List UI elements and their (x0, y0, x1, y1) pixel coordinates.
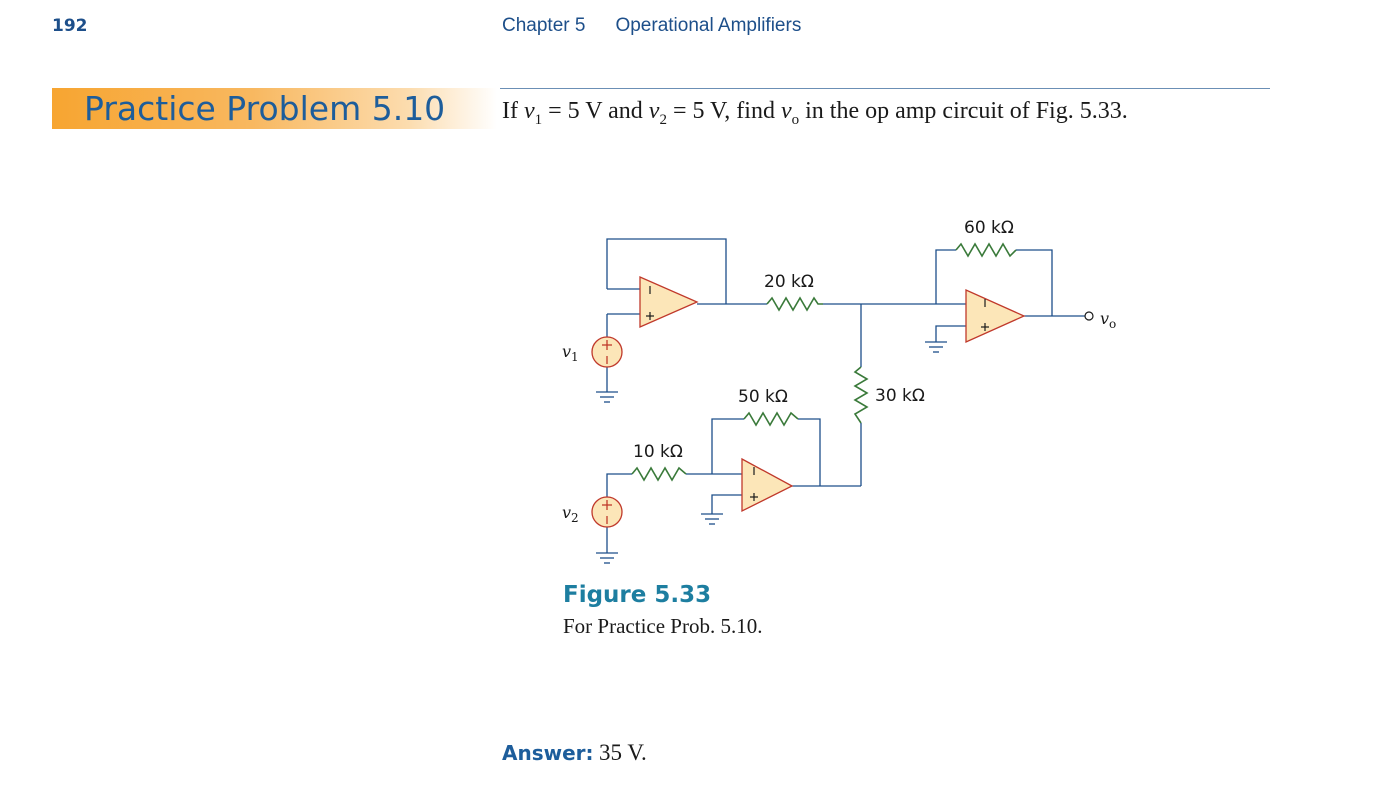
sources (591, 336, 623, 528)
ground-symbols (596, 341, 947, 564)
output-terminal (1084, 311, 1094, 321)
figure-caption: For Practice Prob. 5.10. (563, 614, 763, 638)
running-head: Chapter 5 Operational Amplifiers (502, 15, 801, 37)
label-v1: v1 (562, 342, 579, 364)
answer-label: Answer: (502, 741, 594, 765)
resistor-30k (853, 366, 869, 424)
answer: Answer: 35 V. (502, 740, 647, 766)
ground-icon (925, 341, 947, 353)
resistor-50k (743, 411, 799, 427)
problem-statement: If v1 = 5 V and v2 = 5 V, find vo in the… (502, 98, 1128, 128)
label-v2: v2 (562, 503, 579, 525)
answer-value: 35 V. (599, 740, 647, 765)
label-60k: 60 kΩ (964, 218, 1014, 238)
label-50k: 50 kΩ (738, 387, 788, 407)
label-10k: 10 kΩ (633, 442, 683, 462)
ground-icon (596, 391, 618, 403)
label-30k: 30 kΩ (875, 386, 925, 406)
practice-problem-title: Practice Problem 5.10 (84, 89, 446, 128)
resistor-60k (955, 242, 1017, 258)
opamp-2 (741, 457, 794, 513)
opamp-3 (965, 288, 1026, 344)
label-20k: 20 kΩ (764, 272, 814, 292)
practice-problem-banner (52, 88, 497, 129)
voltage-source-v1 (591, 336, 623, 368)
opamp-1 (639, 276, 699, 328)
ground-icon (701, 513, 723, 525)
chapter-number: Chapter 5 (502, 15, 586, 36)
resistor-20k (766, 296, 823, 312)
resistor-10k (631, 466, 687, 482)
opamps (639, 276, 1026, 513)
ground-icon (596, 552, 618, 564)
figure-label: Figure 5.33 (563, 582, 712, 608)
resistors (631, 242, 1017, 482)
label-vo: vo (1100, 309, 1116, 331)
voltage-source-v2 (591, 496, 623, 528)
page-number: 192 (52, 16, 88, 36)
header-rule (500, 88, 1270, 89)
chapter-title: Operational Amplifiers (615, 15, 802, 36)
